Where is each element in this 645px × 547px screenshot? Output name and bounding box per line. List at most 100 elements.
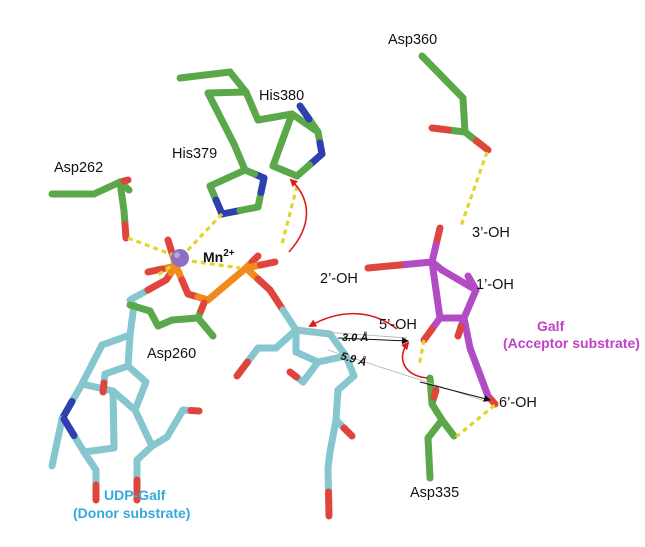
udp-galf-sticks-bond-8-1 [60,415,78,439]
phosphate-chain-sticks-bond-3-1 [144,265,166,276]
arrow-asp335-to-5oh [401,341,429,379]
phosphate-chain-sticks-bond-2-1 [164,236,176,257]
galf-sticks-bond-10-1 [488,396,499,408]
asp260-sticks-bond-4-1 [202,323,217,340]
asp260-sticks-bond-5-1 [197,299,208,314]
mn-highlight [174,252,180,258]
udp-galf-sticks-bond-12-1 [125,332,134,355]
hydrogen-bonds [127,151,498,439]
udp-galf-sticks-bond-2-0 [88,341,106,368]
label-3oh: 3’-OH [472,225,510,241]
his379-sticks-bond-9-1 [241,166,258,178]
arrow-5oh-to-c1 [308,312,398,330]
galf-sticks-bond-9-0 [466,344,483,376]
label-mn-base: Mn [203,249,223,265]
phosphate-chain-sticks-bond-10-0 [266,286,287,314]
reaction-arrows [288,178,429,379]
udp-galf-sticks-bond-38-1 [325,488,333,520]
asp262-sticks [48,176,133,242]
his379-sticks-bond-0-1 [201,68,234,79]
asp262-sticks-bond-4-1 [121,221,130,242]
asp335-sticks-bond-5-1 [430,386,440,401]
udp-galf-sticks [48,301,358,520]
udp-galf-sticks-bond-4-0 [53,415,66,446]
mn-sphere [171,249,189,267]
distance-arrow-59 [419,381,491,402]
asp360-sticks-bond-0-1 [439,73,467,102]
udp-galf-sticks-bond-20-1 [187,407,203,415]
label-asp360: Asp360 [388,32,437,48]
his379-sticks-bond-3-0 [204,89,225,122]
udp-galf-sticks-bond-22-1 [99,379,108,396]
hbond-mn-phosphate-a [182,258,241,270]
his380-sticks [242,88,326,180]
phosphate-chain-sticks-bond-6-0 [204,280,231,304]
label-galf-subtitle: (Acceptor substrate) [503,335,640,351]
udp-galf-sticks-bond-32-1 [286,368,300,381]
udp-galf-sticks-bond-25-1 [233,358,251,380]
galf-sticks-bond-7-1 [420,325,436,344]
asp262-sticks-bond-2-1 [121,182,133,194]
galf-sticks-bond-11-1 [464,272,476,287]
label-mn: Mn2+ [203,248,235,265]
udp-galf-sticks-bond-4-1 [48,439,61,470]
galf-sticks [364,224,499,408]
distance-line-3 [295,329,408,339]
udp-galf-sticks-bond-6-1 [110,416,118,452]
galf-sticks-bond-6-1 [428,258,440,294]
labels: Asp360 His380 His379 Asp262 Mn2+ 3’-OH 2… [54,32,640,521]
arrow-phosphate-to-his380 [288,178,308,253]
label-distance-30: 3.0 Å [342,331,368,344]
label-asp260: Asp260 [147,346,196,362]
label-his380: His380 [259,88,304,104]
galf-acceptor-molecule [364,224,499,408]
label-udp-galf-title: UDP-Galf [104,487,166,503]
galf-sticks-bond-1-0 [396,258,436,269]
label-5oh: 5’-OH [379,317,417,333]
asp260-sticks [126,299,217,340]
his380-sticks-bond-7-1 [296,102,313,123]
phosphate-chain-sticks-bond-6-1 [223,264,250,288]
label-2oh: 2’-OH [320,271,358,287]
manganese-ion [171,249,189,267]
udp-galf-molecule [48,236,358,520]
galf-sticks-bond-1-1 [364,261,404,272]
distance-line-59 [327,349,489,403]
asp360-sticks [418,52,492,154]
asp360-sticks-bond-2-1 [428,124,452,134]
label-mn-charge: 2+ [223,248,235,259]
phosphate-chain-sticks-bond-7-1 [248,252,262,266]
protein-residues [48,52,492,482]
asp335-sticks [424,374,458,482]
asp360-sticks-bond-0-0 [418,52,446,81]
asp360-sticks-bond-3-1 [473,137,492,154]
udp-galf-sticks-bond-2-1 [78,361,96,388]
label-galf-title: Galf [537,318,565,334]
asp262-sticks-bond-5-1 [120,176,132,185]
distance-arrow-30 [337,337,409,345]
galf-sticks-bond-6-0 [432,286,444,322]
hbond-his380-phosphate [280,185,299,245]
asp335-sticks-bond-3-1 [425,454,434,482]
label-his379: His379 [172,146,217,162]
his379-sticks-bond-0-0 [176,71,209,82]
label-asp335: Asp335 [410,485,459,501]
his379-sticks [176,68,268,218]
galf-sticks-bond-12-1 [454,323,465,340]
udp-galf-sticks-bond-39-1 [340,424,356,440]
label-1oh: 1’-OH [476,277,514,293]
asp335-sticks-bond-4-1 [444,424,458,440]
label-asp262: Asp262 [54,160,103,176]
his380-sticks-bond-6-0 [269,136,286,170]
hbond-his379-mn [184,212,224,254]
udp-galf-sticks-bond-6-0 [109,387,117,423]
distance-indicators [295,329,491,403]
label-6oh: 6’-OH [499,395,537,411]
udp-galf-sticks-bond-38-0 [324,464,332,496]
hbond-5oh-asp335 [417,339,426,367]
his379-sticks-bond-3-1 [217,115,238,148]
hbond-asp335-6oh [454,402,498,439]
his380-sticks-bond-6-1 [279,110,296,144]
